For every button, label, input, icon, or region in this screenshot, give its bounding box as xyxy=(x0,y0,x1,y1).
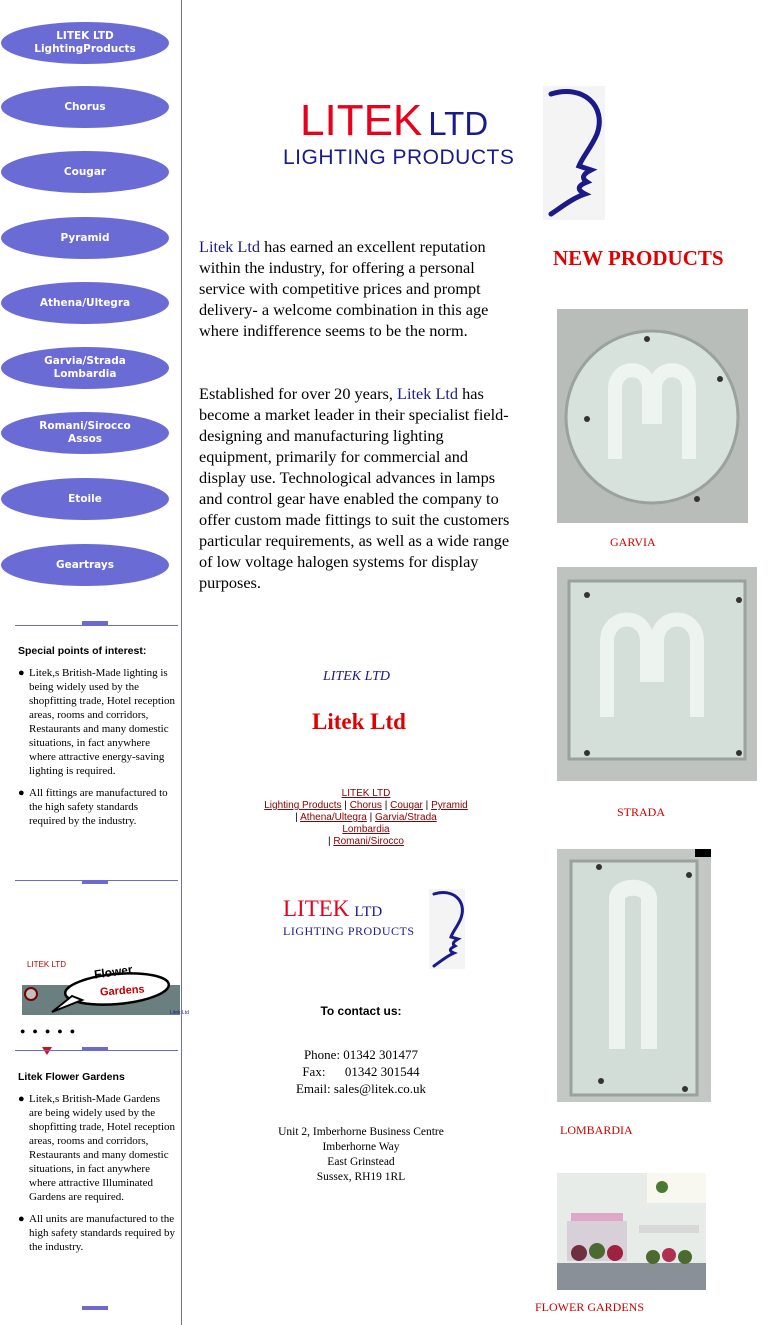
lombardia-image[interactable] xyxy=(557,849,711,1102)
flower-gardens-image[interactable] xyxy=(557,1173,706,1290)
strada-image[interactable] xyxy=(557,567,757,781)
nav-button-geartrays[interactable]: Geartrays xyxy=(1,544,169,586)
flower-gardens-logo: LITEK LTD Flower Gardens Litek Ltd xyxy=(22,958,192,1018)
nav-label: Romani/Sirocco Assos xyxy=(39,420,131,445)
product-label-lombardia: LOMBARDIA xyxy=(560,1123,633,1137)
nav-button-pyramid[interactable]: Pyramid xyxy=(1,217,169,259)
divider-tab xyxy=(82,621,108,625)
nav-button-romani[interactable]: Romani/Sirocco Assos xyxy=(1,412,169,454)
divider-tab xyxy=(82,1306,108,1310)
strada-photo-icon xyxy=(557,567,757,781)
points-title: Special points of interest: xyxy=(18,645,147,657)
link-romani[interactable]: Romani/Sirocco xyxy=(333,836,404,847)
bullet-icon: ● xyxy=(18,667,25,679)
contact-email[interactable]: Email: sales@litek.co.uk xyxy=(295,1081,427,1096)
list-item: ●Litek,s British-Made Gardens are being … xyxy=(18,1093,176,1203)
link-cougar[interactable]: Cougar xyxy=(390,800,423,811)
contact-title: To contact us: xyxy=(320,1004,402,1018)
arrow-down-icon xyxy=(42,1047,52,1055)
divider-tab xyxy=(82,1047,108,1051)
nav-button-athena[interactable]: Athena/Ultegra xyxy=(1,282,169,324)
logo-text: LITEK LTD xyxy=(27,960,66,969)
bullet-icon: ● xyxy=(18,787,25,799)
brand-red: Litek Ltd xyxy=(312,709,406,734)
link-litek[interactable]: LITEK LTD xyxy=(341,788,391,799)
new-products-heading: NEW PRODUCTS xyxy=(553,246,724,270)
nav-label: Garvia/Strada Lombardia xyxy=(44,355,126,380)
nav-label: Chorus xyxy=(64,100,106,113)
speech-bubble-icon xyxy=(22,972,180,1015)
nav-label: Cougar xyxy=(63,165,107,178)
link-pyramid[interactable]: Pyramid xyxy=(431,800,468,811)
bullet-icon: ● xyxy=(18,1093,25,1105)
logo-lighting-products: LIGHTING PRODUCTS xyxy=(283,146,515,169)
small-logo-lp: LIGHTING PRODUCTS xyxy=(283,924,415,938)
nav-label: Athena/Ultegra xyxy=(39,296,131,309)
nav-label: Geartrays xyxy=(55,558,115,571)
list-item: ●Litek,s British-Made lighting is being … xyxy=(18,667,176,777)
logo-text: Litek Ltd xyxy=(170,1010,189,1016)
contact-address: Unit 2, Imberhorne Business Centre Imber… xyxy=(278,1126,444,1183)
gardens-list: ●Litek,s British-Made Gardens are being … xyxy=(18,1092,176,1262)
intro-paragraph-2: Established for over 20 years, Litek Ltd… xyxy=(199,384,510,592)
list-item: ●All units are manufactured to the high … xyxy=(18,1213,176,1253)
nav-label: Etoile xyxy=(68,492,102,505)
contact-fax: Fax: 01342 301544 xyxy=(302,1064,420,1079)
list-item: ●All fittings are manufactured to the hi… xyxy=(18,787,168,827)
contact-phone: Phone: 01342 301477 xyxy=(303,1047,419,1062)
nav-label: LITEK LTD LightingProducts xyxy=(34,30,136,55)
divider-tab xyxy=(82,880,108,884)
link-garvia[interactable]: Garvia/Strada xyxy=(375,812,437,823)
nav-button-etoile[interactable]: Etoile xyxy=(1,478,169,520)
nav-label: Pyramid xyxy=(60,231,110,244)
nav-button-litek[interactable]: LITEK LTD LightingProducts xyxy=(1,22,169,64)
link-lombardia[interactable]: Lombardia xyxy=(342,824,390,835)
lombardia-photo-icon xyxy=(557,849,711,1102)
divider xyxy=(15,625,178,626)
head-profile-logo-icon xyxy=(429,889,465,969)
garvia-image[interactable] xyxy=(557,309,748,523)
logo-ltd: LTD xyxy=(428,105,489,142)
nav-button-chorus[interactable]: Chorus xyxy=(1,86,169,128)
nav-button-garvia[interactable]: Garvia/Strada Lombardia xyxy=(1,347,169,389)
footer-links: LITEK LTD Lighting Products | Chorus | C… xyxy=(264,788,468,847)
product-label-flower-gardens: FLOWER GARDENS xyxy=(535,1300,645,1314)
points-list: ●Litek,s British-Made lighting is being … xyxy=(18,666,176,836)
product-label-garvia: GARVIA xyxy=(610,535,656,549)
link-chorus[interactable]: Chorus xyxy=(349,800,382,811)
intro-paragraph-1: Litek Ltd has earned an excellent reputa… xyxy=(199,237,489,340)
contact-details: Phone: 01342 301477 Fax: 01342 301544 Em… xyxy=(266,1046,456,1097)
flower-gardens-photo-icon xyxy=(557,1173,706,1290)
link-athena[interactable]: Athena/Ultegra xyxy=(300,812,367,823)
logo-litek: LITEK xyxy=(300,96,423,145)
bullet-icon: ● xyxy=(18,1213,25,1225)
sidebar-divider xyxy=(181,0,182,1325)
nav-button-cougar[interactable]: Cougar xyxy=(1,151,169,193)
product-label-strada: STRADA xyxy=(617,805,666,819)
brand-italic: LITEK LTD xyxy=(323,669,391,684)
garvia-photo-icon xyxy=(557,309,748,523)
head-profile-logo-icon xyxy=(543,86,605,220)
dots-decoration: ●●●●● xyxy=(20,1026,83,1036)
gardens-title: Litek Flower Gardens xyxy=(18,1071,125,1083)
link-lighting-products[interactable]: Lighting Products xyxy=(264,800,342,811)
